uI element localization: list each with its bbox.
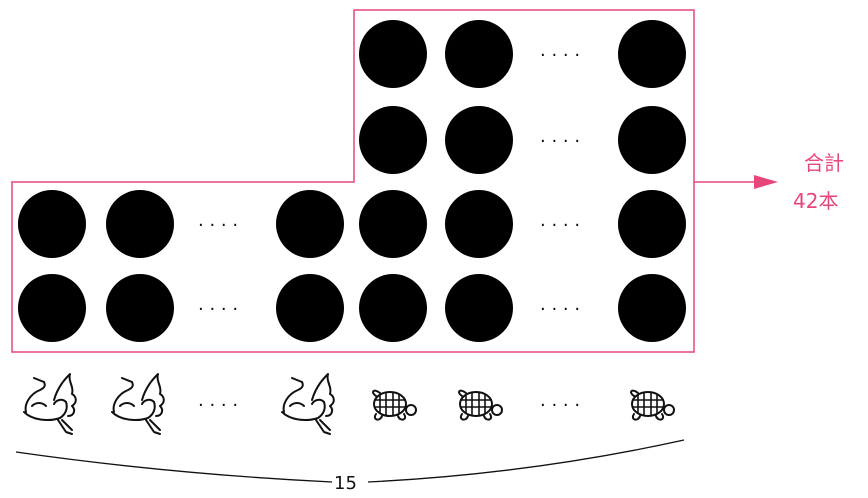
result-label-line2: 42本 [793,189,838,213]
leg-dot [359,106,427,174]
turtle-icon [459,391,502,420]
leg-dot [618,190,686,258]
leg-row-4: . . . . . . . . [18,274,686,342]
leg-dot [359,190,427,258]
ellipsis-dots: . . . . [540,126,580,147]
leg-row-2: . . . . [359,106,686,174]
leg-dot [359,274,427,342]
leg-dot [106,190,174,258]
leg-dot [445,106,513,174]
leg-dot [18,190,86,258]
leg-dot [106,274,174,342]
crane-icon [24,374,76,434]
ellipsis-dots: . . . . [540,40,580,61]
leg-dot [276,190,344,258]
result-arrow [694,175,778,189]
crane-icon [282,374,334,434]
leg-dot [445,20,513,88]
leg-dot [359,20,427,88]
animals-row: . . . . . . . . [24,374,674,434]
ellipsis-dots: . . . . [540,390,580,411]
leg-dot [445,274,513,342]
ellipsis-dots: . . . . [540,210,580,231]
ellipsis-dots: . . . . [198,390,238,411]
ellipsis-dots: . . . . [198,210,238,231]
turtle-icon [373,391,416,420]
leg-dot [618,274,686,342]
result-label-line1: 合計 [804,151,844,175]
turtle-icon [631,391,674,420]
leg-dot [18,274,86,342]
ellipsis-dots: . . . . [198,294,238,315]
leg-dot [276,274,344,342]
leg-row-3: . . . . . . . . [18,190,686,258]
leg-dot [618,20,686,88]
ellipsis-dots: . . . . [540,294,580,315]
leg-dot [618,106,686,174]
leg-row-1: . . . . [359,20,686,88]
leg-dot [445,190,513,258]
count-label: 15 [334,473,357,494]
crane-icon [112,374,164,434]
